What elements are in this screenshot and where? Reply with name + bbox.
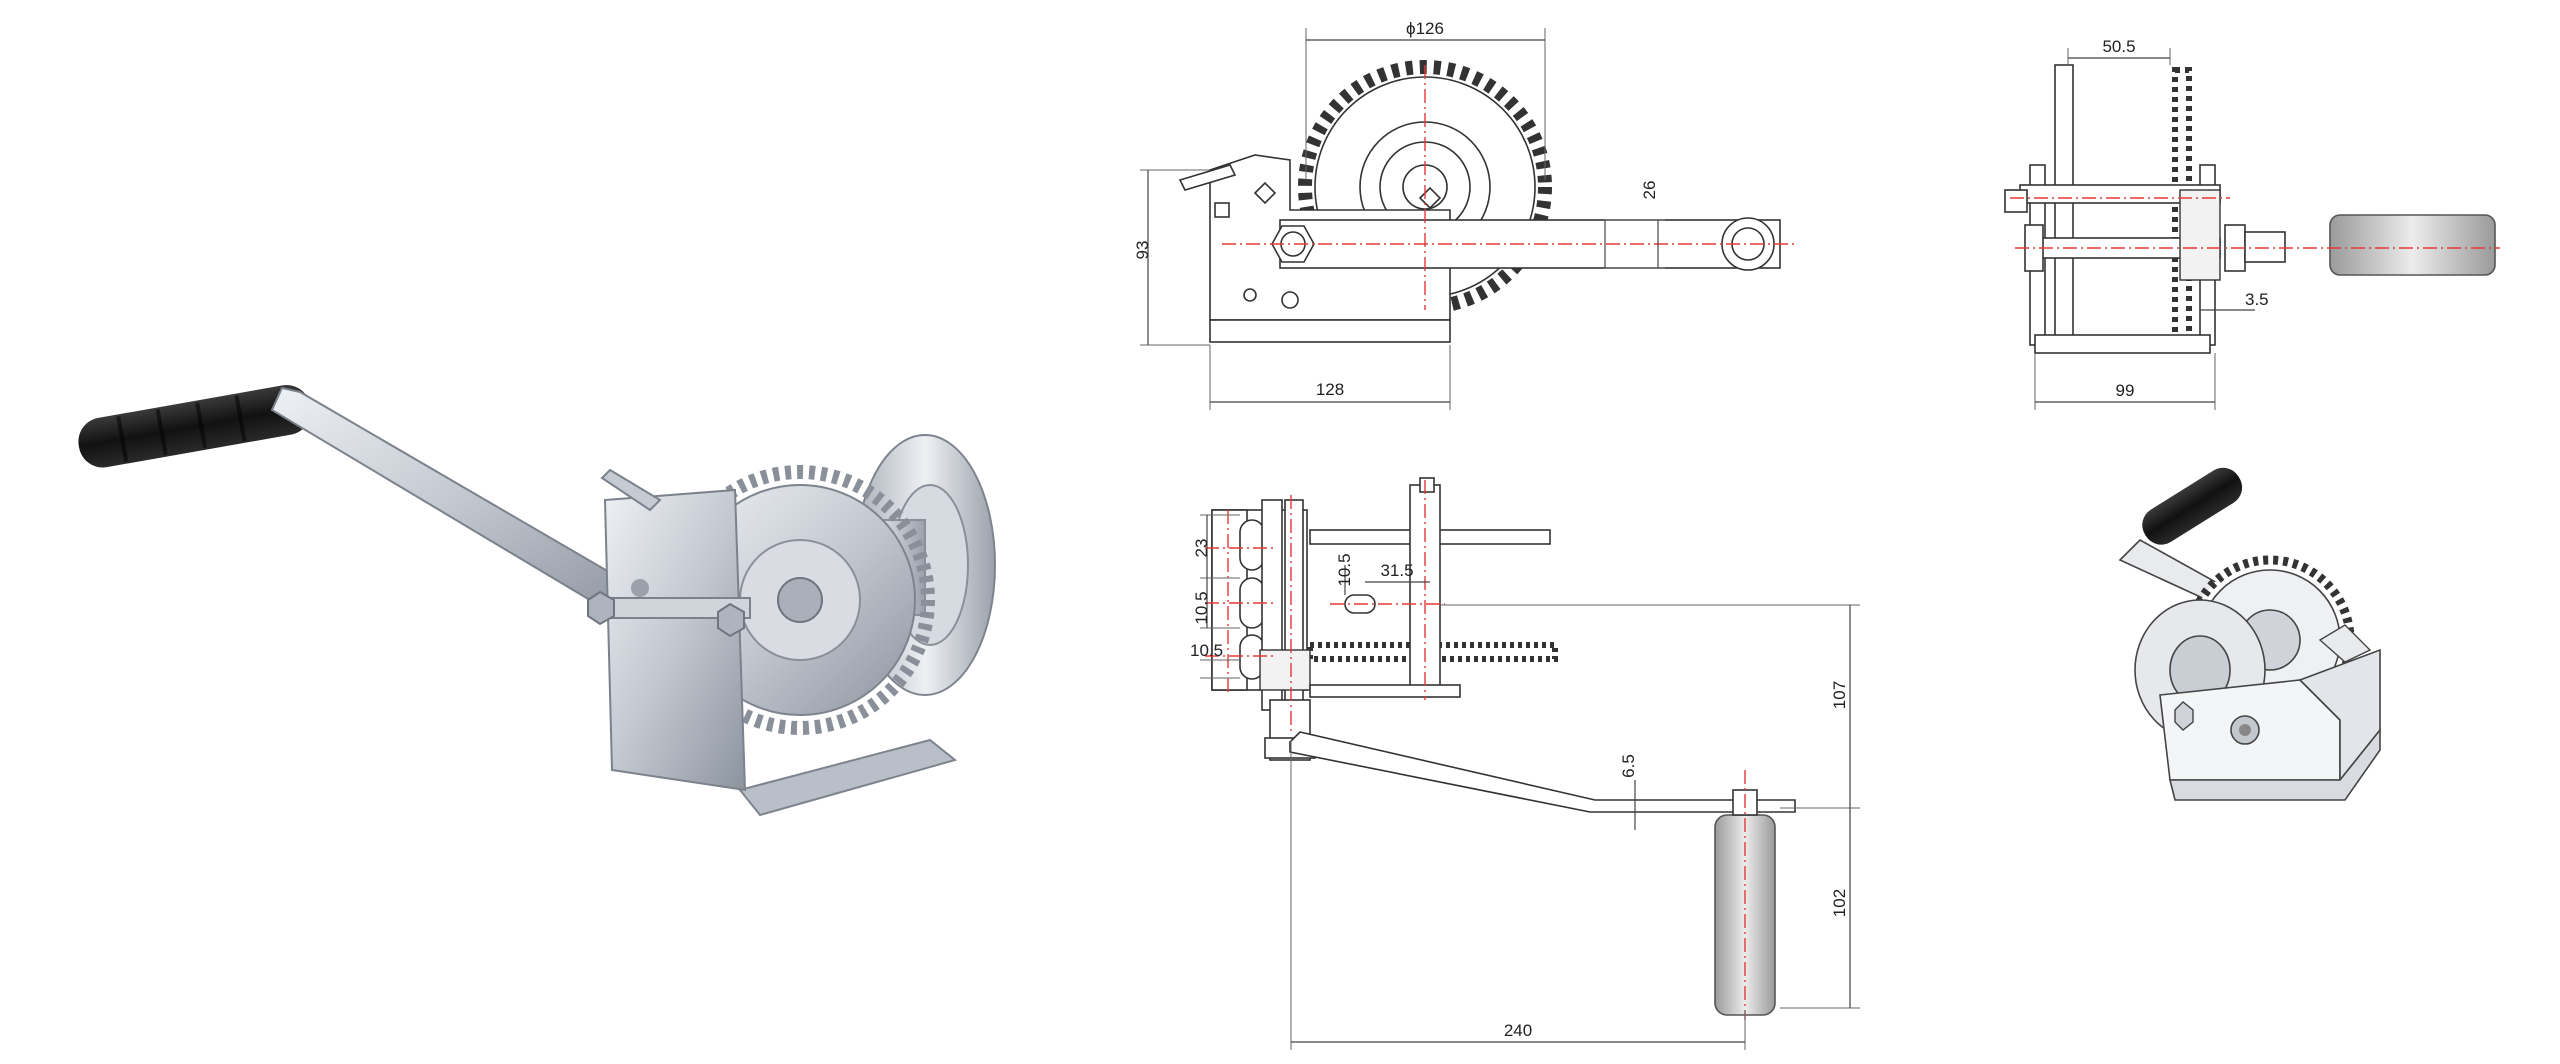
- crank-arm: [270, 386, 642, 620]
- shaft-nut: [587, 590, 615, 626]
- crank-grip: [78, 385, 311, 468]
- dim-crank-drop: 107: [1830, 681, 1849, 709]
- dim-drum-width: 50.5: [2102, 37, 2135, 56]
- side-drum-flange-left: [2054, 64, 2074, 346]
- dim-offset-horizontal: 31.5: [1380, 561, 1413, 580]
- dim-grip-length: 102: [1830, 889, 1849, 917]
- dim-arm-thickness: 6.5: [1619, 754, 1638, 778]
- dim-side-gap: 3.5: [2245, 290, 2269, 309]
- side-view: 50.5 99 3.5: [2004, 37, 2500, 410]
- dim-total-width: 99: [2116, 381, 2135, 400]
- dim-gear-diameter: ϕ126: [1406, 19, 1444, 38]
- dim-crank-radius: 240: [1504, 1021, 1532, 1040]
- winch-photo: [78, 385, 996, 817]
- dim-offset-vertical: 10.5: [1335, 553, 1354, 586]
- dim-slot-a: 23: [1192, 539, 1211, 558]
- isometric-view: [2118, 467, 2381, 801]
- dim-front-width: 128: [1316, 380, 1344, 399]
- top-view: 23 10.5 10.5 10.5 31.5 107 102 6.5 240: [1190, 477, 1860, 1050]
- top-crank-arm: [1289, 731, 1796, 813]
- base-plate: [738, 738, 958, 817]
- iso-grip: [2142, 467, 2243, 545]
- dim-arm-width: 26: [1640, 181, 1659, 200]
- side-frame: [603, 488, 747, 792]
- dim-front-height: 93: [1133, 241, 1152, 260]
- dim-slot-b: 10.5: [1192, 591, 1211, 624]
- dim-slot-c: 10.5: [1190, 641, 1223, 660]
- pawl-lever: [600, 468, 662, 512]
- side-grip: [2329, 214, 2496, 276]
- frame-bolt: [717, 602, 745, 638]
- front-view: ϕ126 93 128 26: [1133, 19, 1795, 410]
